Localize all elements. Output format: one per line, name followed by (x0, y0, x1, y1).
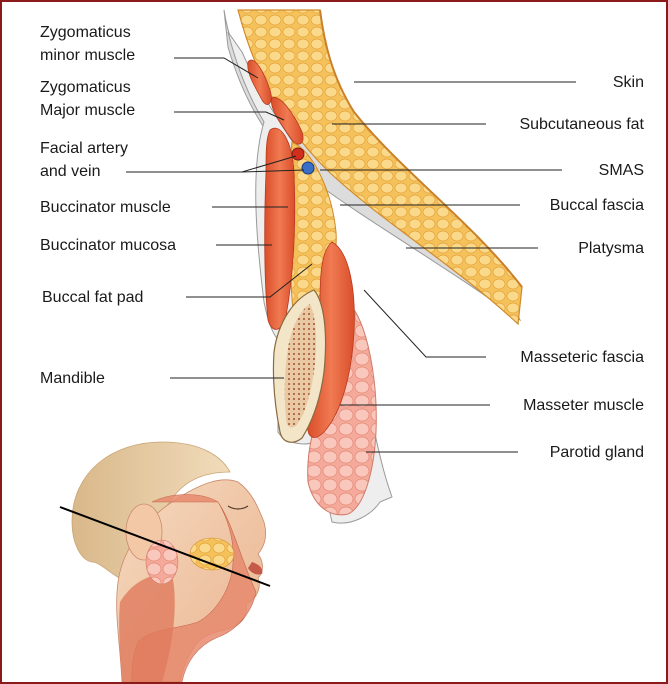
label-masseteric-fascia: Masseteric fascia (520, 349, 644, 366)
label-skin: Skin (613, 74, 644, 91)
labels-left: Zygomaticus minor muscle Zygomaticus Maj… (40, 24, 176, 387)
label-zygomaticus-minor-1: Zygomaticus (40, 24, 131, 41)
label-buccal-fascia: Buccal fascia (550, 197, 644, 214)
facial-artery-dot (292, 148, 304, 160)
label-smas: SMAS (599, 162, 644, 179)
label-zygomaticus-minor-2: minor muscle (40, 47, 135, 64)
label-facial-artery-1: Facial artery (40, 140, 128, 157)
label-mandible: Mandible (40, 370, 105, 387)
leader-masseteric-fascia (364, 290, 486, 357)
cross-section (224, 10, 522, 523)
label-parotid-gland: Parotid gland (550, 444, 644, 461)
label-zygomaticus-major-2: Major muscle (40, 102, 135, 119)
label-buccinator-muscle: Buccinator muscle (40, 199, 171, 216)
label-buccal-fat-pad: Buccal fat pad (42, 289, 143, 306)
face-illustration (60, 442, 270, 682)
label-masseter-muscle: Masseter muscle (523, 397, 644, 414)
label-subcutaneous-fat: Subcutaneous fat (519, 116, 644, 133)
label-buccinator-mucosa: Buccinator mucosa (40, 237, 176, 254)
label-facial-artery-2: and vein (40, 163, 101, 180)
facial-vein-dot (302, 162, 314, 174)
label-zygomaticus-major-1: Zygomaticus (40, 79, 131, 96)
face-parotid (146, 540, 178, 584)
label-platysma: Platysma (578, 240, 644, 257)
labels-right: Skin Subcutaneous fat SMAS Buccal fascia… (519, 74, 644, 461)
